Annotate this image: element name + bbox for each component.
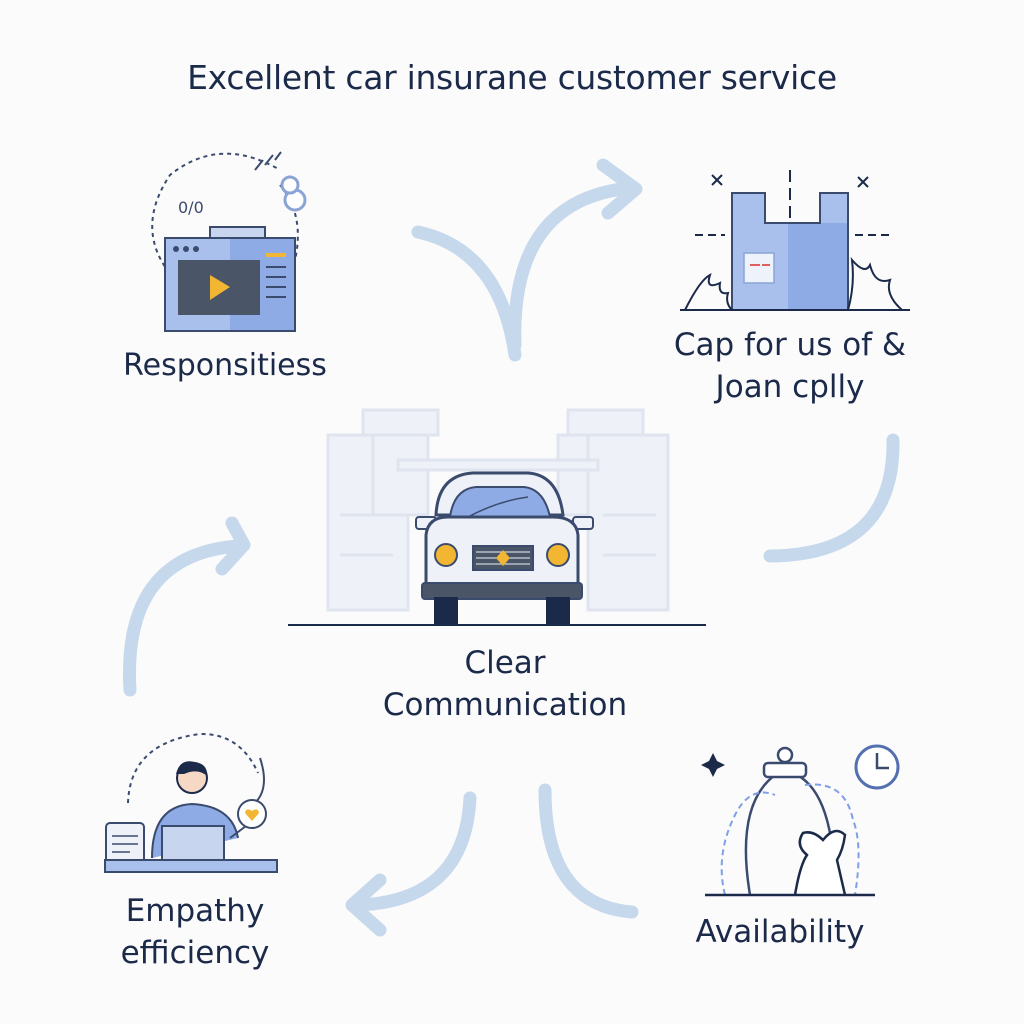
arrow-top-left-curve: [411, 225, 522, 362]
arrow-left-curve: [122, 539, 245, 697]
bell-clock-icon: [701, 744, 900, 897]
node-label-cap: Cap for us of & Joan cplly: [640, 324, 940, 408]
node-label-empathy: Empathy efficiency: [70, 890, 320, 974]
arrow-bottom-right-curve: [538, 783, 639, 919]
node-label-responsiveness: Responsitiess: [123, 348, 327, 383]
node-label-clear-line1: Clear: [464, 645, 546, 681]
node-label-cap-line1: Cap for us of &: [673, 327, 907, 363]
node-label-empathy-line2: efficiency: [120, 935, 270, 971]
diagram-title: Excellent car insurane customer service: [187, 58, 837, 97]
person-laptop-icon: [104, 732, 278, 873]
arrow-bottom-left-curve: [353, 791, 477, 912]
node-label-clear-communication: Clear Communication: [300, 642, 710, 726]
arrow-left-head: [215, 516, 251, 576]
node-label-availability: Availability: [695, 914, 865, 950]
svg-text:0/0: 0/0: [178, 198, 204, 217]
node-label-empathy-line1: Empathy: [125, 893, 265, 929]
building-icon: [680, 170, 910, 311]
arrow-right-curve: [763, 433, 900, 563]
arrow-top-curve: [508, 181, 637, 352]
arrow-bottom-left-head: [345, 873, 387, 937]
node-label-clear-line2: Communication: [382, 687, 628, 723]
video-player-icon: 0/0: [151, 151, 307, 332]
car-icon: [288, 408, 706, 626]
node-label-cap-line2: Joan cplly: [715, 369, 865, 405]
arrow-top-head: [596, 158, 643, 220]
